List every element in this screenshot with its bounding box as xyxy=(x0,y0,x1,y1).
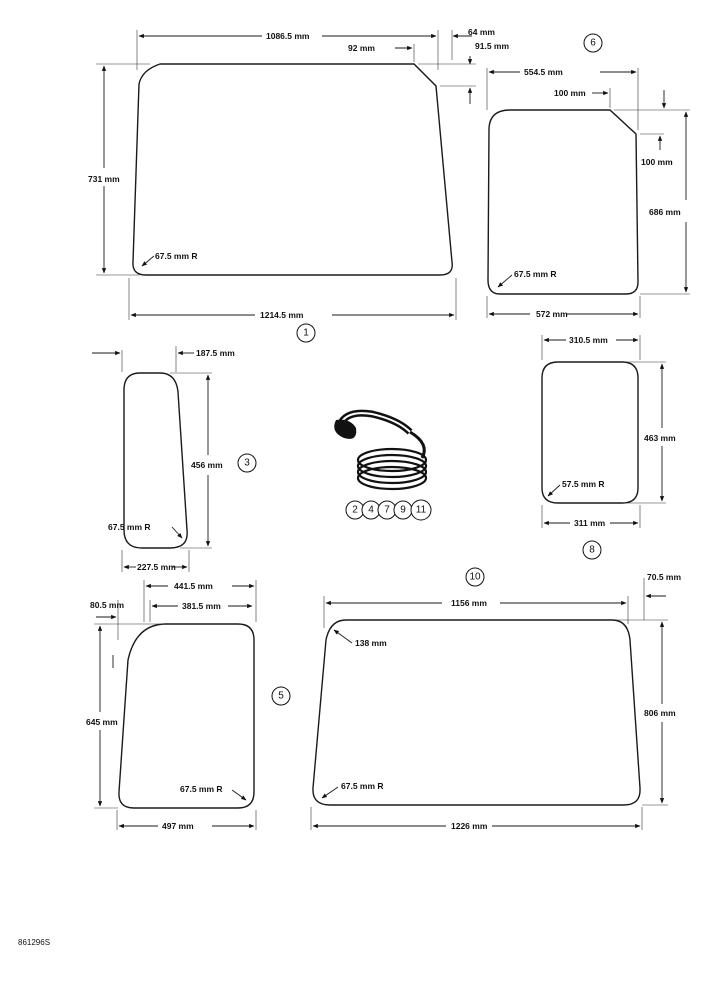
panel-10-outline xyxy=(312,619,641,806)
panel-10-width-bottom-label: 1226 mm xyxy=(451,821,488,831)
panel-6-chamfer-v-label: 100 mm xyxy=(641,157,673,167)
panel-6-width-top-label: 554.5 mm xyxy=(524,67,563,77)
seal-callout-9: 9 xyxy=(400,505,406,516)
panel-8-width-top-label: 310.5 mm xyxy=(569,335,608,345)
seal-callout-7: 7 xyxy=(384,505,390,516)
panel-3-callout-number: 3 xyxy=(244,458,250,469)
panel-6-outline xyxy=(487,109,639,295)
panel-8-callout-number: 8 xyxy=(589,545,595,556)
panel-5-radius-label: 67.5 mm R xyxy=(180,784,223,794)
gasket-coil-illustration xyxy=(334,409,428,491)
panel-6-width-bottom-label: 572 mm xyxy=(536,309,568,319)
panel-8-radius-label: 57.5 mm R xyxy=(562,479,605,489)
panel-1-outline xyxy=(132,63,453,276)
panel-1-offset-label: 64 mm xyxy=(468,27,495,37)
panel-5: 441.5 mm 80.5 mm 381.5 mm 645 mm 5 67.5 … xyxy=(86,580,291,831)
panel-1-chamfer-h-label: 92 mm xyxy=(348,43,375,53)
panel-1-callout-number: 1 xyxy=(303,328,309,339)
panel-8-height-label: 463 mm xyxy=(644,433,676,443)
gasket-callouts: 2 4 7 9 11 xyxy=(345,499,432,521)
panel-3-radius-label: 67.5 mm R xyxy=(108,522,151,532)
panel-8: 310.5 mm 463 mm 57.5 mm R 311 mm 8 xyxy=(541,335,676,560)
panel-3-width-bottom-label: 227.5 mm xyxy=(137,562,176,572)
panel-8-outline xyxy=(541,361,639,504)
panel-1-width-bottom-label: 1214.5 mm xyxy=(260,310,304,320)
panel-5-callout-number: 5 xyxy=(278,691,284,702)
panel-6: 6 554.5 mm 100 mm 100 mm 686 mm 67.5 mm … xyxy=(486,33,690,319)
panel-1-callout xyxy=(296,323,316,343)
panel-10-corner-label: 138 mm xyxy=(355,638,387,648)
panel-1-chamfer-v-label: 91.5 mm xyxy=(475,41,509,51)
panel-3-height-label: 456 mm xyxy=(191,460,223,470)
panel-10-width-top-label: 1156 mm xyxy=(451,598,487,608)
panel-10: 10 70.5 mm 1156 mm 138 mm 806 mm 67.5 mm… xyxy=(310,567,681,831)
panel-1-width-top-label: 1086.5 mm xyxy=(266,31,310,41)
panel-1: 1086.5 mm 64 mm 92 mm 91.5 mm 731 mm 67.… xyxy=(88,27,509,343)
seal-callout-2: 2 xyxy=(352,505,358,516)
panel-5-width-top-label: 441.5 mm xyxy=(174,581,213,591)
seal-callout-4: 4 xyxy=(368,505,374,516)
panel-1-radius-label: 67.5 mm R xyxy=(155,251,198,261)
panel-10-radius-label: 67.5 mm R xyxy=(341,781,384,791)
panel-3-callout xyxy=(237,453,257,473)
panel-5-callout xyxy=(271,686,291,706)
panel-1-height-label: 731 mm xyxy=(88,174,120,184)
panel-5-offset-label: 80.5 mm xyxy=(90,600,124,610)
panel-8-width-bottom-label: 311 mm xyxy=(574,518,606,528)
panel-5-width-bottom-label: 497 mm xyxy=(162,821,194,831)
panel-5-height-label: 645 mm xyxy=(86,717,118,727)
panel-10-height-label: 806 mm xyxy=(644,708,676,718)
panel-6-chamfer-h-label: 100 mm xyxy=(554,88,586,98)
panel-10-callout xyxy=(465,567,485,587)
panel-6-radius-label: 67.5 mm R xyxy=(514,269,557,279)
panel-10-offset-label: 70.5 mm xyxy=(647,572,681,582)
panel-3: 187.5 mm 456 mm 3 67.5 mm R 227.5 mm xyxy=(92,346,257,572)
panel-3-outline xyxy=(123,372,188,549)
panel-5-inner-width-label: 381.5 mm xyxy=(182,601,221,611)
panel-10-callout-number: 10 xyxy=(469,572,481,583)
seal-callout-11: 11 xyxy=(416,505,427,516)
panel-5-outline xyxy=(118,623,255,809)
panel-6-callout xyxy=(583,33,603,53)
panel-3-offset-label: 187.5 mm xyxy=(196,348,235,358)
panel-6-height-label: 686 mm xyxy=(649,207,681,217)
gasket-seal: 2 4 7 9 11 xyxy=(334,409,432,521)
figure-part-number: 861296S xyxy=(18,938,51,947)
panel-8-callout xyxy=(582,540,602,560)
panel-6-callout-number: 6 xyxy=(590,38,596,49)
